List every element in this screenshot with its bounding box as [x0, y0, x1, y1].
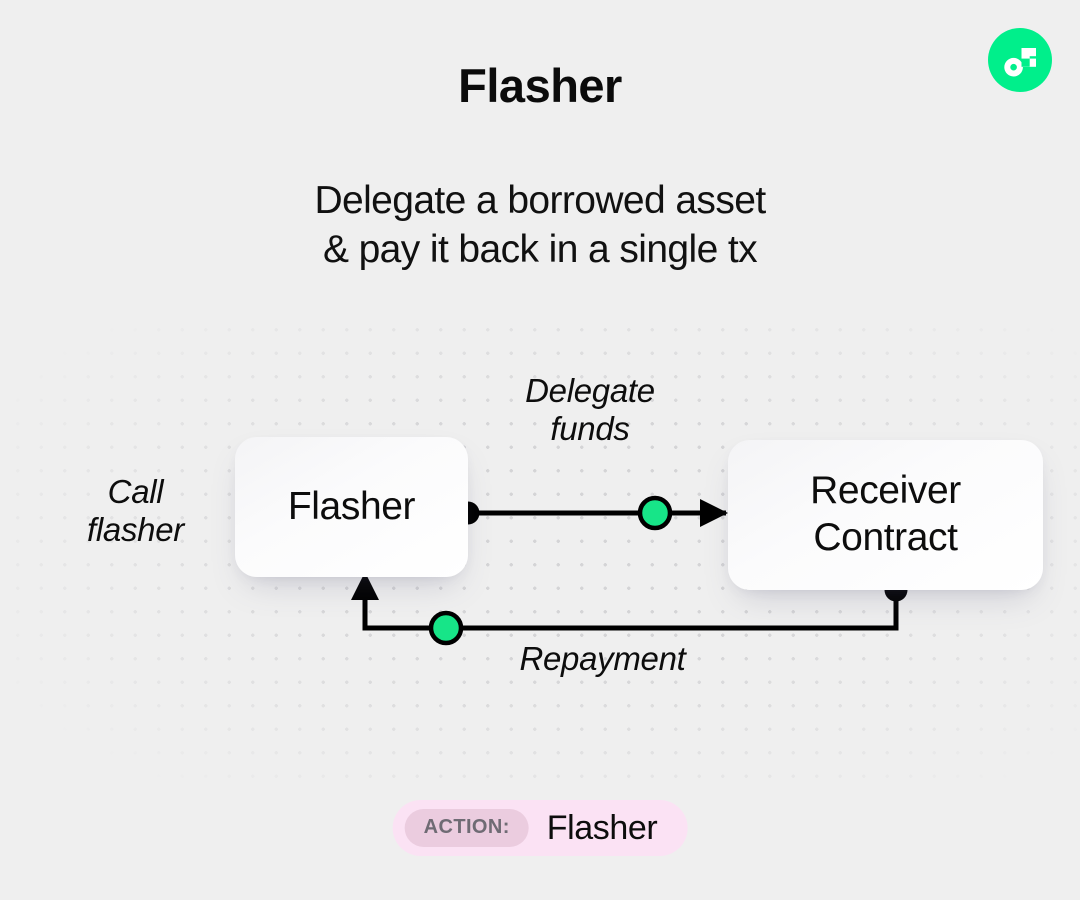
node-receiver-label-line-2: Contract [813, 516, 958, 559]
label-delegate-funds-line-1: Delegate [525, 372, 655, 409]
flow-logo-icon [1004, 48, 1036, 77]
flow-logo [988, 28, 1052, 92]
node-flasher[interactable]: Flasher [235, 437, 468, 577]
label-repayment: Repayment [519, 640, 686, 677]
node-receiver-label-line-1: Receiver [810, 469, 961, 513]
delegate-arrowhead [700, 499, 728, 527]
label-call-flasher-line-2: flasher [87, 510, 184, 548]
delegate-token-marker [637, 495, 673, 531]
node-receiver-contract[interactable]: Receiver Contract [728, 440, 1043, 590]
page-subtitle-line-1: Delegate a borrowed asset [314, 179, 766, 222]
label-delegate-funds: Delegate funds [480, 372, 700, 447]
label-call-flasher-line-1: Call [107, 473, 164, 510]
page-title: Flasher [458, 59, 622, 112]
diagram-stage: Flasher Receiver Contract Call flasher D… [0, 310, 1080, 790]
label-call-flasher: Call flasher [38, 473, 233, 548]
action-badge: ACTION: Flasher [392, 800, 688, 856]
page-subtitle: Delegate a borrowed asset & pay it back … [0, 176, 1080, 274]
label-delegate-funds-line-2: funds [550, 409, 630, 447]
action-badge-value: Flasher [546, 808, 658, 847]
node-flasher-label: Flasher [287, 484, 416, 528]
repayment-token-marker [428, 610, 464, 646]
repayment-arrowhead [351, 572, 379, 600]
repayment-edge [351, 572, 908, 646]
page-subtitle-line-2: & pay it back in a single tx [322, 228, 758, 272]
action-badge-key: ACTION: [404, 809, 529, 847]
node-receiver-label: Receiver Contract [810, 468, 961, 562]
delegate-funds-edge [456, 495, 728, 531]
